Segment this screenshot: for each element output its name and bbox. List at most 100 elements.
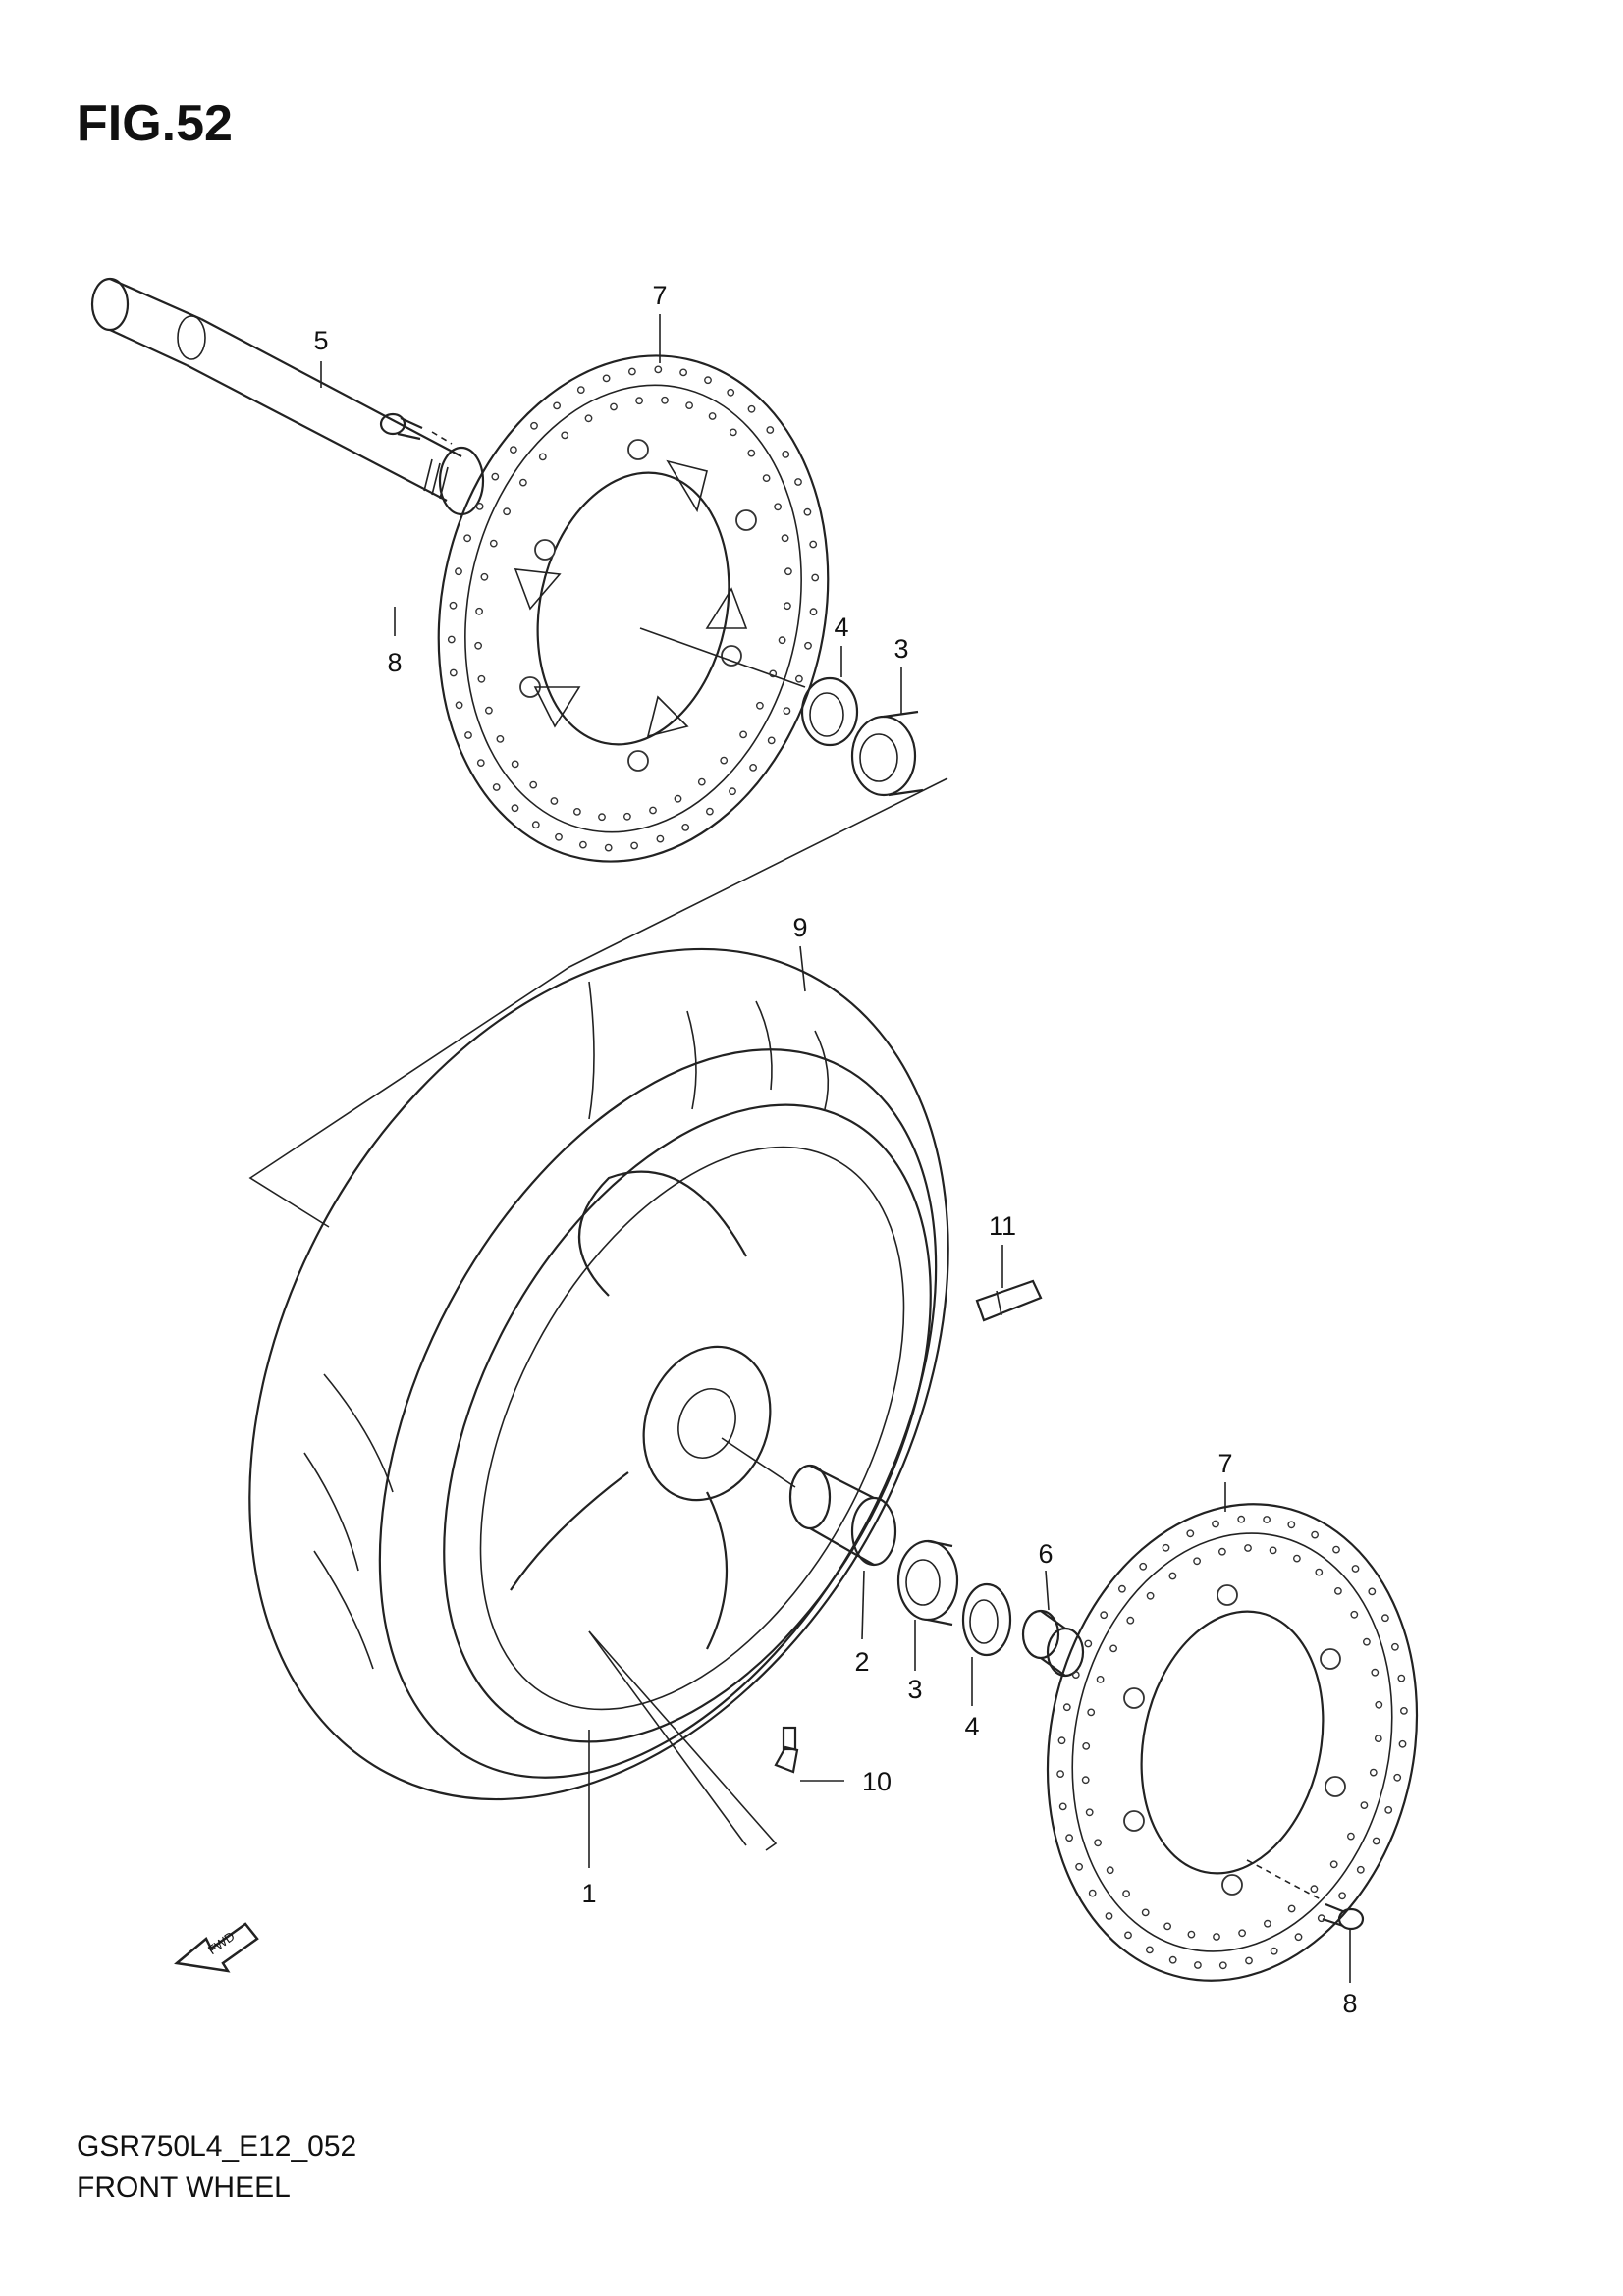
- top-disc-inner-holes: [474, 396, 792, 822]
- disc-drill-hole: [727, 388, 735, 397]
- disc-drill-hole: [1057, 1736, 1066, 1745]
- disc-drill-hole: [573, 808, 581, 816]
- tire-valve: [774, 1726, 799, 1774]
- disc-drill-hole: [1368, 1587, 1377, 1596]
- disc-drill-hole: [477, 674, 486, 683]
- disc-drill-hole: [739, 730, 747, 739]
- callout-tire: 9: [792, 913, 807, 942]
- leader-lines: [320, 314, 1351, 1983]
- disc-drill-hole: [1245, 1956, 1253, 1965]
- disc-drill-hole: [762, 474, 771, 482]
- disc-drill-hole: [1238, 1929, 1247, 1938]
- disc-drill-hole: [803, 507, 812, 516]
- disc-drill-hole: [610, 402, 618, 411]
- disc-drill-hole: [1082, 1742, 1091, 1750]
- disc-drill-hole: [674, 794, 682, 803]
- disc-drill-hole: [630, 841, 638, 850]
- disc-drill-hole: [447, 635, 456, 644]
- disc-drill-hole: [529, 780, 538, 789]
- disc-drill-hole: [1237, 1515, 1246, 1523]
- disc-drill-hole: [1122, 1890, 1131, 1898]
- disc-drill-hole: [784, 602, 791, 611]
- disc-drill-hole: [1085, 1808, 1094, 1817]
- disc-drill-hole: [1168, 1955, 1177, 1964]
- disc-drill-hole: [1391, 1642, 1399, 1651]
- disc-drill-hole: [1146, 1591, 1155, 1600]
- disc-drill-hole: [623, 812, 631, 821]
- disc-drill-hole: [794, 478, 802, 486]
- disc-drill-hole: [475, 503, 484, 510]
- disc-drill-hole: [1356, 1865, 1365, 1874]
- right-disc-inner-holes: [1081, 1544, 1383, 1941]
- brake-disc-right: [1046, 1503, 1419, 1982]
- callout-bolt-right: 8: [1342, 1989, 1357, 2018]
- disc-drill-hole: [804, 641, 812, 650]
- disc-drill-hole: [747, 404, 756, 413]
- disc-drill-hole: [708, 412, 717, 420]
- disc-drill-hole: [561, 431, 569, 440]
- disc-drill-hole: [1332, 1545, 1340, 1554]
- disc-bolt-right: [1246, 1859, 1365, 1931]
- disc-drill-hole: [1293, 1554, 1301, 1563]
- brake-disc-top: [437, 354, 830, 863]
- disc-drill-hole: [1075, 1862, 1084, 1871]
- disc-drill-hole: [654, 365, 663, 374]
- disc-drill-hole: [1347, 1832, 1355, 1841]
- disc-drill-hole: [1146, 1946, 1154, 1954]
- disc-drill-hole: [1287, 1521, 1296, 1529]
- disc-drill-hole: [656, 834, 665, 843]
- callout-bearing-top: 3: [893, 634, 908, 664]
- disc-drill-hole: [1065, 1834, 1074, 1842]
- disc-drill-hole: [1397, 1674, 1406, 1682]
- disc-drill-hole: [484, 706, 493, 715]
- disc-drill-hole: [811, 573, 820, 582]
- disc-drill-hole: [795, 674, 803, 683]
- disc-drill-hole: [1372, 1837, 1380, 1845]
- disc-drill-hole: [1400, 1707, 1408, 1715]
- disc-drill-hole: [1141, 1908, 1150, 1917]
- bearing-top: [850, 710, 924, 797]
- disc-drill-hole: [1162, 1543, 1170, 1552]
- right-disc-outer-holes: [1056, 1515, 1408, 1970]
- disc-drill-hole: [749, 764, 757, 772]
- disc-drill-hole: [1244, 1544, 1252, 1552]
- disc-drill-hole: [1081, 1776, 1090, 1785]
- diagram-name: FRONT WHEEL: [77, 2171, 291, 2204]
- disc-drill-hole: [1186, 1529, 1195, 1538]
- callout-disc-top: 7: [652, 281, 667, 310]
- disc-drill-hole: [1393, 1773, 1402, 1782]
- disc-drill-hole: [1096, 1676, 1105, 1683]
- callout-collar: 6: [1038, 1539, 1053, 1569]
- disc-drill-hole: [604, 843, 613, 852]
- top-disc-outer-holes: [447, 365, 820, 852]
- disc-drill-hole: [455, 701, 463, 710]
- disc-drill-hole: [550, 797, 559, 805]
- disc-drill-hole: [510, 446, 517, 454]
- front-tire: [248, 947, 949, 1801]
- disc-drill-hole: [809, 540, 818, 549]
- disc-drill-hole: [1264, 1919, 1271, 1928]
- disc-drill-hole: [1139, 1562, 1148, 1571]
- disc-drill-hole: [480, 572, 489, 581]
- disc-drill-hole: [1351, 1565, 1360, 1573]
- disc-drill-hole: [555, 832, 563, 841]
- disc-drill-hole: [1269, 1546, 1277, 1555]
- disc-drill-hole: [464, 731, 472, 739]
- disc-drill-hole: [767, 736, 776, 745]
- disc-drill-hole: [1094, 1839, 1103, 1847]
- disc-drill-hole: [1369, 1768, 1378, 1777]
- disc-drill-hole: [1334, 1587, 1342, 1595]
- disc-drill-hole: [729, 787, 736, 796]
- front-wheel-rim: [443, 1103, 932, 1743]
- disc-drill-hole: [1375, 1700, 1383, 1709]
- disc-drill-hole: [1371, 1668, 1380, 1677]
- disc-drill-hole: [584, 414, 593, 423]
- disc-drill-hole: [720, 756, 729, 765]
- callout-oil-seal-top: 4: [834, 613, 848, 642]
- callout-bearing-right: 3: [907, 1675, 922, 1704]
- disc-drill-hole: [781, 534, 789, 543]
- collar: [1021, 1609, 1085, 1678]
- disc-drill-hole: [598, 813, 606, 822]
- disc-drill-hole: [679, 368, 687, 377]
